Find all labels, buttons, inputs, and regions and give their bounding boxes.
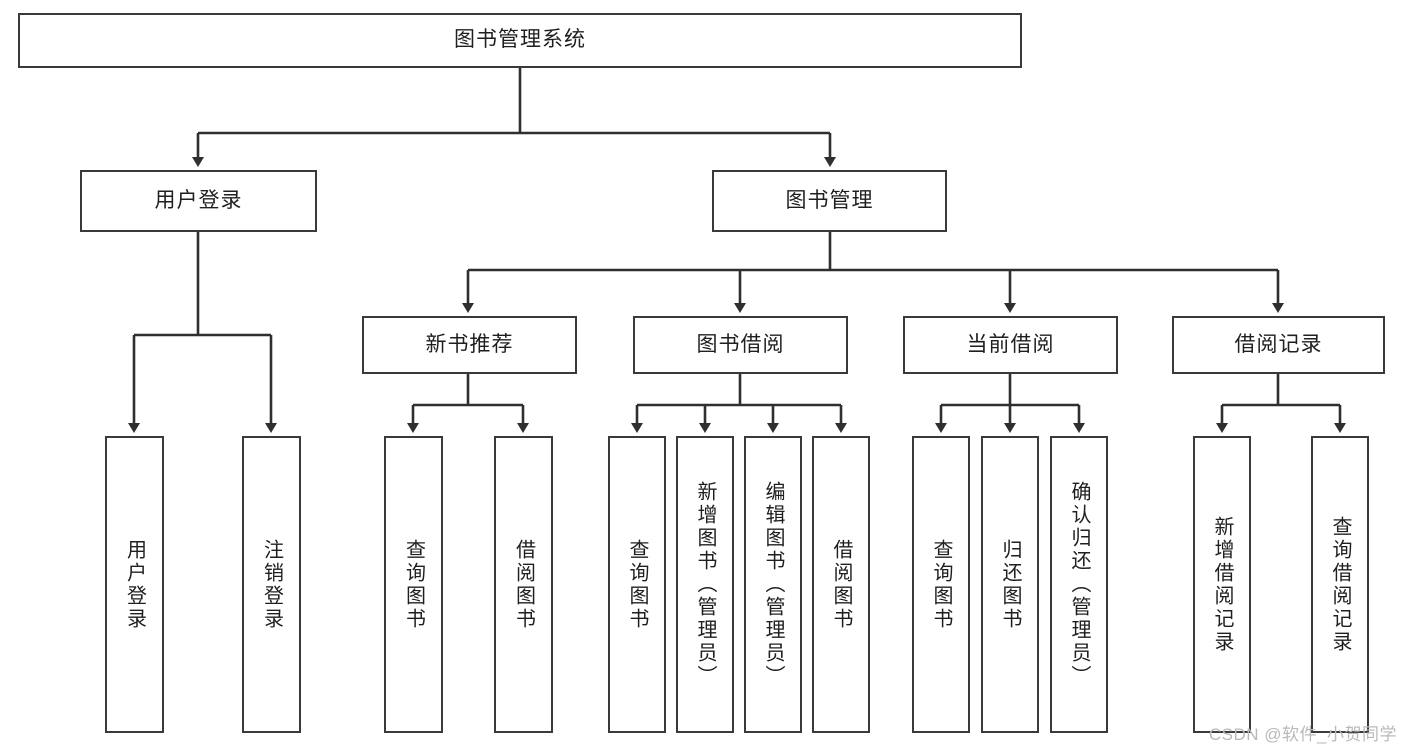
node-leaf-add-book-label: 新增图书（管理员）	[694, 481, 716, 688]
node-leaf-add-book[interactable]: 新增图书（管理员）	[676, 436, 734, 733]
node-leaf-add-record-label: 新增借阅记录	[1211, 515, 1233, 654]
node-book-borrow-label: 图书借阅	[696, 332, 785, 356]
node-leaf-return-book-label: 归还图书	[999, 538, 1021, 631]
node-leaf-confirm-return-label: 确认归还（管理员）	[1068, 481, 1090, 688]
node-leaf-return-book[interactable]: 归还图书	[981, 436, 1039, 733]
node-leaf-edit-book[interactable]: 编辑图书（管理员）	[744, 436, 802, 733]
node-leaf-query-book-3[interactable]: 查询图书	[912, 436, 970, 733]
node-leaf-borrow-book-1[interactable]: 借阅图书	[494, 436, 553, 733]
node-book-management-label: 图书管理	[785, 188, 874, 212]
node-new-book-recommend-label: 新书推荐	[425, 332, 514, 356]
node-book-borrow[interactable]: 图书借阅	[633, 316, 848, 374]
node-leaf-edit-book-label: 编辑图书（管理员）	[762, 481, 784, 688]
node-current-borrow[interactable]: 当前借阅	[903, 316, 1118, 374]
node-user-login-label: 用户登录	[154, 188, 243, 212]
watermark-text: CSDN @软件_小贺同学	[1208, 725, 1397, 744]
node-current-borrow-label: 当前借阅	[966, 332, 1055, 356]
node-new-book-recommend[interactable]: 新书推荐	[362, 316, 577, 374]
node-leaf-query-book-2-label: 查询图书	[626, 538, 648, 631]
node-book-management[interactable]: 图书管理	[712, 170, 947, 232]
node-leaf-borrow-book-2[interactable]: 借阅图书	[812, 436, 870, 733]
node-leaf-query-record-label: 查询借阅记录	[1329, 515, 1351, 654]
node-root-label: 图书管理系统	[454, 28, 586, 52]
node-borrow-record[interactable]: 借阅记录	[1172, 316, 1385, 374]
node-leaf-user-login[interactable]: 用户登录	[105, 436, 164, 733]
node-leaf-query-book-1[interactable]: 查询图书	[384, 436, 443, 733]
node-leaf-logout-label: 注销登录	[260, 538, 283, 631]
node-leaf-logout[interactable]: 注销登录	[242, 436, 301, 733]
node-leaf-confirm-return[interactable]: 确认归还（管理员）	[1050, 436, 1108, 733]
node-leaf-query-book-1-label: 查询图书	[402, 538, 425, 631]
node-borrow-record-label: 借阅记录	[1234, 332, 1323, 356]
node-root[interactable]: 图书管理系统	[18, 13, 1022, 68]
node-leaf-borrow-book-2-label: 借阅图书	[830, 538, 852, 631]
node-leaf-add-record[interactable]: 新增借阅记录	[1193, 436, 1251, 733]
node-leaf-query-record[interactable]: 查询借阅记录	[1311, 436, 1369, 733]
node-leaf-user-login-label: 用户登录	[123, 538, 146, 631]
node-leaf-borrow-book-1-label: 借阅图书	[512, 538, 535, 631]
node-user-login[interactable]: 用户登录	[80, 170, 317, 232]
node-leaf-query-book-3-label: 查询图书	[930, 538, 952, 631]
node-leaf-query-book-2[interactable]: 查询图书	[608, 436, 666, 733]
